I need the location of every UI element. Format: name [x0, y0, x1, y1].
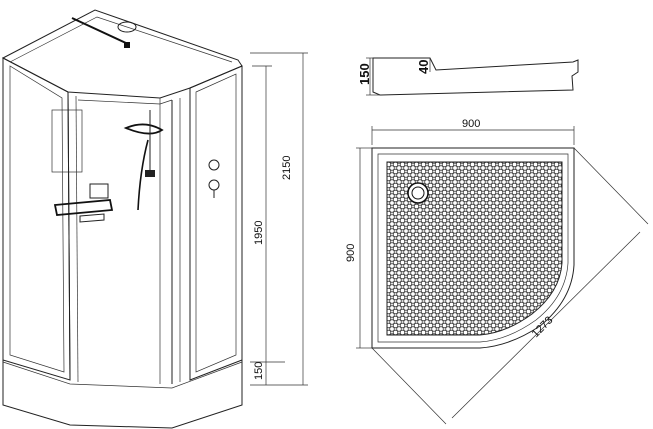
diag-dim-line	[451, 231, 641, 419]
total-height-label: 2150	[281, 156, 293, 180]
tray-rim	[377, 153, 569, 343]
tray-depth-label: 900	[345, 244, 357, 262]
left-panel	[2, 57, 71, 381]
diag-ext-bottom	[371, 347, 447, 425]
soap-dish-icon	[89, 183, 109, 199]
right-panel-frame	[195, 73, 237, 373]
tray-top-view: 900 900 1273	[345, 118, 649, 425]
left-panel-frame	[9, 65, 65, 373]
tray-side-view: 150 40	[357, 57, 579, 96]
roof-pipe	[71, 17, 129, 45]
mixer-knob-icon	[208, 159, 220, 171]
hand-shower-icon	[145, 170, 155, 177]
tray-diagonal-label: 1273	[530, 314, 556, 340]
mixer-valve-icon	[208, 179, 220, 191]
overhead-shower-icon	[117, 21, 137, 33]
towel-rack-icon	[53, 199, 114, 216]
shower-shelf-icon	[123, 123, 164, 135]
anti-slip-surface-offset	[387, 162, 562, 335]
left-post-inner	[75, 95, 79, 383]
cabin-height-label: 1950	[253, 221, 265, 245]
diag-ext-top	[573, 147, 649, 225]
right-panel	[189, 65, 243, 381]
tray-top-edge	[2, 361, 243, 389]
tray-side-height-label: 150	[357, 63, 372, 85]
tray-width-label: 900	[462, 118, 480, 130]
tray-side-profile	[372, 57, 579, 96]
cabin-tray-base	[2, 360, 243, 429]
drain-inner-icon	[411, 186, 425, 200]
roof-fitting	[124, 42, 130, 48]
back-wall-top	[77, 99, 173, 105]
roof-inner-edge	[9, 16, 233, 63]
cabin-roof	[1, 9, 243, 99]
rack-bracket	[79, 213, 105, 223]
wall-window	[51, 109, 83, 173]
tray-height-label: 150	[253, 362, 265, 380]
tray-outline	[371, 147, 575, 349]
left-post	[67, 91, 71, 381]
shower-cabin-view: 2150 1950 150	[1, 9, 308, 429]
tray-step-label: 40	[416, 60, 431, 74]
shower-hose	[137, 139, 149, 211]
